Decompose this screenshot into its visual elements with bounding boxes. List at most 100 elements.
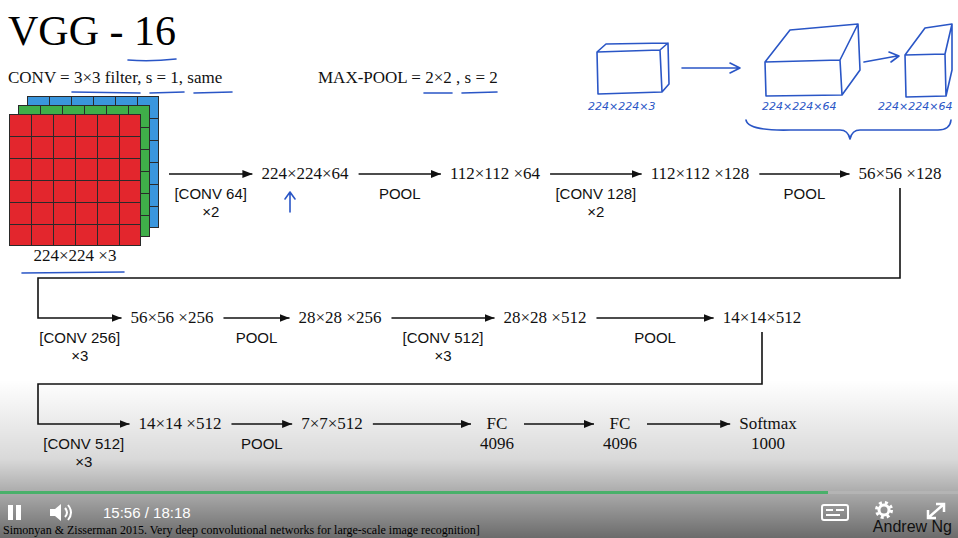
citation: Simonyan & Zisserman 2015. Very deep con… [3, 524, 480, 537]
label-holder: Simonyan & Zisserman 2015. Very deep con… [3, 524, 480, 537]
pause-bar [8, 505, 13, 520]
volume-shape: 28×28 ×256 [297, 308, 384, 328]
edge-label-holder: [CONV 256] ×3 [38, 329, 122, 365]
flow-arrow [373, 423, 471, 425]
underline [462, 92, 497, 93]
layer-label: POOL [236, 329, 278, 347]
sketch-volume [597, 43, 669, 94]
captions-frame [822, 505, 848, 520]
sketch-volume [765, 24, 860, 96]
handwriting [22, 24, 952, 273]
parameter-note: MAX-POOL = 2×2 , s = 2 [318, 68, 498, 88]
layer-label: [CONV 512] ×3 [401, 329, 485, 365]
edge-label-holder: [CONV 512] ×3 [42, 435, 126, 471]
dimension-label: 224×224×64 [261, 164, 348, 184]
dimension-label: 14×14×512 [723, 308, 802, 328]
layer-label: [CONV 256] ×3 [38, 329, 122, 365]
progress-remaining [828, 491, 958, 494]
player-shade [0, 380, 958, 538]
flow-arrow [550, 173, 642, 175]
flow-arrow [759, 173, 849, 175]
dimension-label: Softmax 1000 [739, 414, 797, 454]
dimension-label: 28×28 ×512 [504, 308, 587, 328]
sketch-volume [905, 24, 952, 97]
edge-label-holder: POOL [379, 185, 421, 203]
sketch-arrow [682, 63, 740, 73]
rgb-channel-stack [9, 96, 159, 246]
underline [424, 92, 452, 94]
volume-icon [50, 504, 71, 521]
label-holder: 224×224×64 [762, 100, 836, 113]
dimension-label: 14×14 ×512 [139, 414, 222, 434]
layer-label: [CONV 512] ×3 [42, 435, 126, 471]
flow-arrow [596, 317, 713, 319]
red-channel [9, 114, 141, 246]
sound-waves [65, 505, 71, 520]
progress-played [0, 491, 828, 494]
label-holder: 224×224×3 [588, 100, 655, 113]
pause-bar [16, 505, 21, 520]
flow-arrow [524, 423, 594, 425]
dimension-label: FC 4096 [603, 414, 637, 454]
flow-arrow [647, 423, 730, 425]
dimension-label: 112×112 ×64 [450, 164, 540, 184]
underline [128, 59, 176, 61]
title-holder: VGG - 16 [8, 8, 176, 54]
channel-plane [10, 115, 141, 246]
layer-label: POOL [634, 329, 676, 347]
captions-icon [822, 505, 848, 520]
label-holder: CONV = 3×3 filter, s = 1, same [8, 68, 222, 88]
dimension-label: 56×56 ×128 [859, 164, 942, 184]
layer-label: POOL [379, 185, 421, 203]
dimension-label: 112×112 ×128 [651, 164, 750, 184]
underline [72, 92, 140, 93]
sketch-brace [746, 120, 951, 139]
handwritten-note: 224×224×64 [762, 100, 836, 113]
volume-shape: 14×14×512 [721, 308, 804, 328]
edge-label-holder: POOL [236, 329, 278, 347]
pointer-arrow [285, 192, 295, 212]
label-holder: 15:56 / 18:18 [103, 504, 191, 521]
input-image: 224×224 ×3 [7, 96, 161, 266]
label-holder: Andrew Ng [873, 518, 952, 536]
edge-label-holder: POOL [241, 435, 283, 453]
slide-title: VGG - 16 [8, 8, 176, 54]
label-holder: 224×224×64 [878, 100, 952, 113]
pixel-grid [9, 114, 141, 246]
volume-shape: 7×7×512 [299, 414, 365, 434]
video-time: 15:56 / 18:18 [103, 504, 191, 521]
label-holder: MAX-POOL = 2×2 , s = 2 [318, 68, 498, 88]
handwritten-note: 224×224×64 [878, 100, 952, 113]
parameter-note: CONV = 3×3 filter, s = 1, same [8, 68, 222, 88]
volume-shape: 56×56 ×256 [129, 308, 216, 328]
volume-shape: 112×112 ×64 [448, 164, 542, 184]
flow-arrow [169, 173, 252, 175]
speaker [50, 504, 61, 521]
flow-arrow [38, 188, 900, 318]
dimension-label: 28×28 ×256 [299, 308, 382, 328]
volume-shape: 14×14 ×512 [137, 414, 224, 434]
softmax-layer: Softmax 1000 [737, 414, 799, 454]
fullscreen-icon [928, 504, 944, 518]
volume-shape: 28×28 ×512 [502, 308, 589, 328]
flow-arrow [359, 173, 441, 175]
handwritten-note: 224×224×3 [588, 100, 655, 113]
volume-shape: 112×112 ×128 [649, 164, 752, 184]
settings-icon [877, 503, 892, 518]
underline [22, 272, 124, 273]
underline [194, 92, 232, 93]
dimension-label: 7×7×512 [301, 414, 363, 434]
flow-arrow [223, 317, 289, 319]
layer-label: [CONV 128] ×2 [554, 185, 638, 221]
dimension-label: 56×56 ×256 [131, 308, 214, 328]
volume-shape: 224×224×64 [259, 164, 350, 184]
edge-label-holder: POOL [784, 185, 826, 203]
underline [150, 92, 184, 93]
dimension-label: 224×224 ×3 [9, 246, 141, 266]
layer-label: POOL [241, 435, 283, 453]
gear-body [879, 505, 889, 515]
flow-arrow [391, 317, 494, 319]
dimension-label: FC 4096 [480, 414, 514, 454]
fc-layer: FC 4096 [601, 414, 639, 454]
